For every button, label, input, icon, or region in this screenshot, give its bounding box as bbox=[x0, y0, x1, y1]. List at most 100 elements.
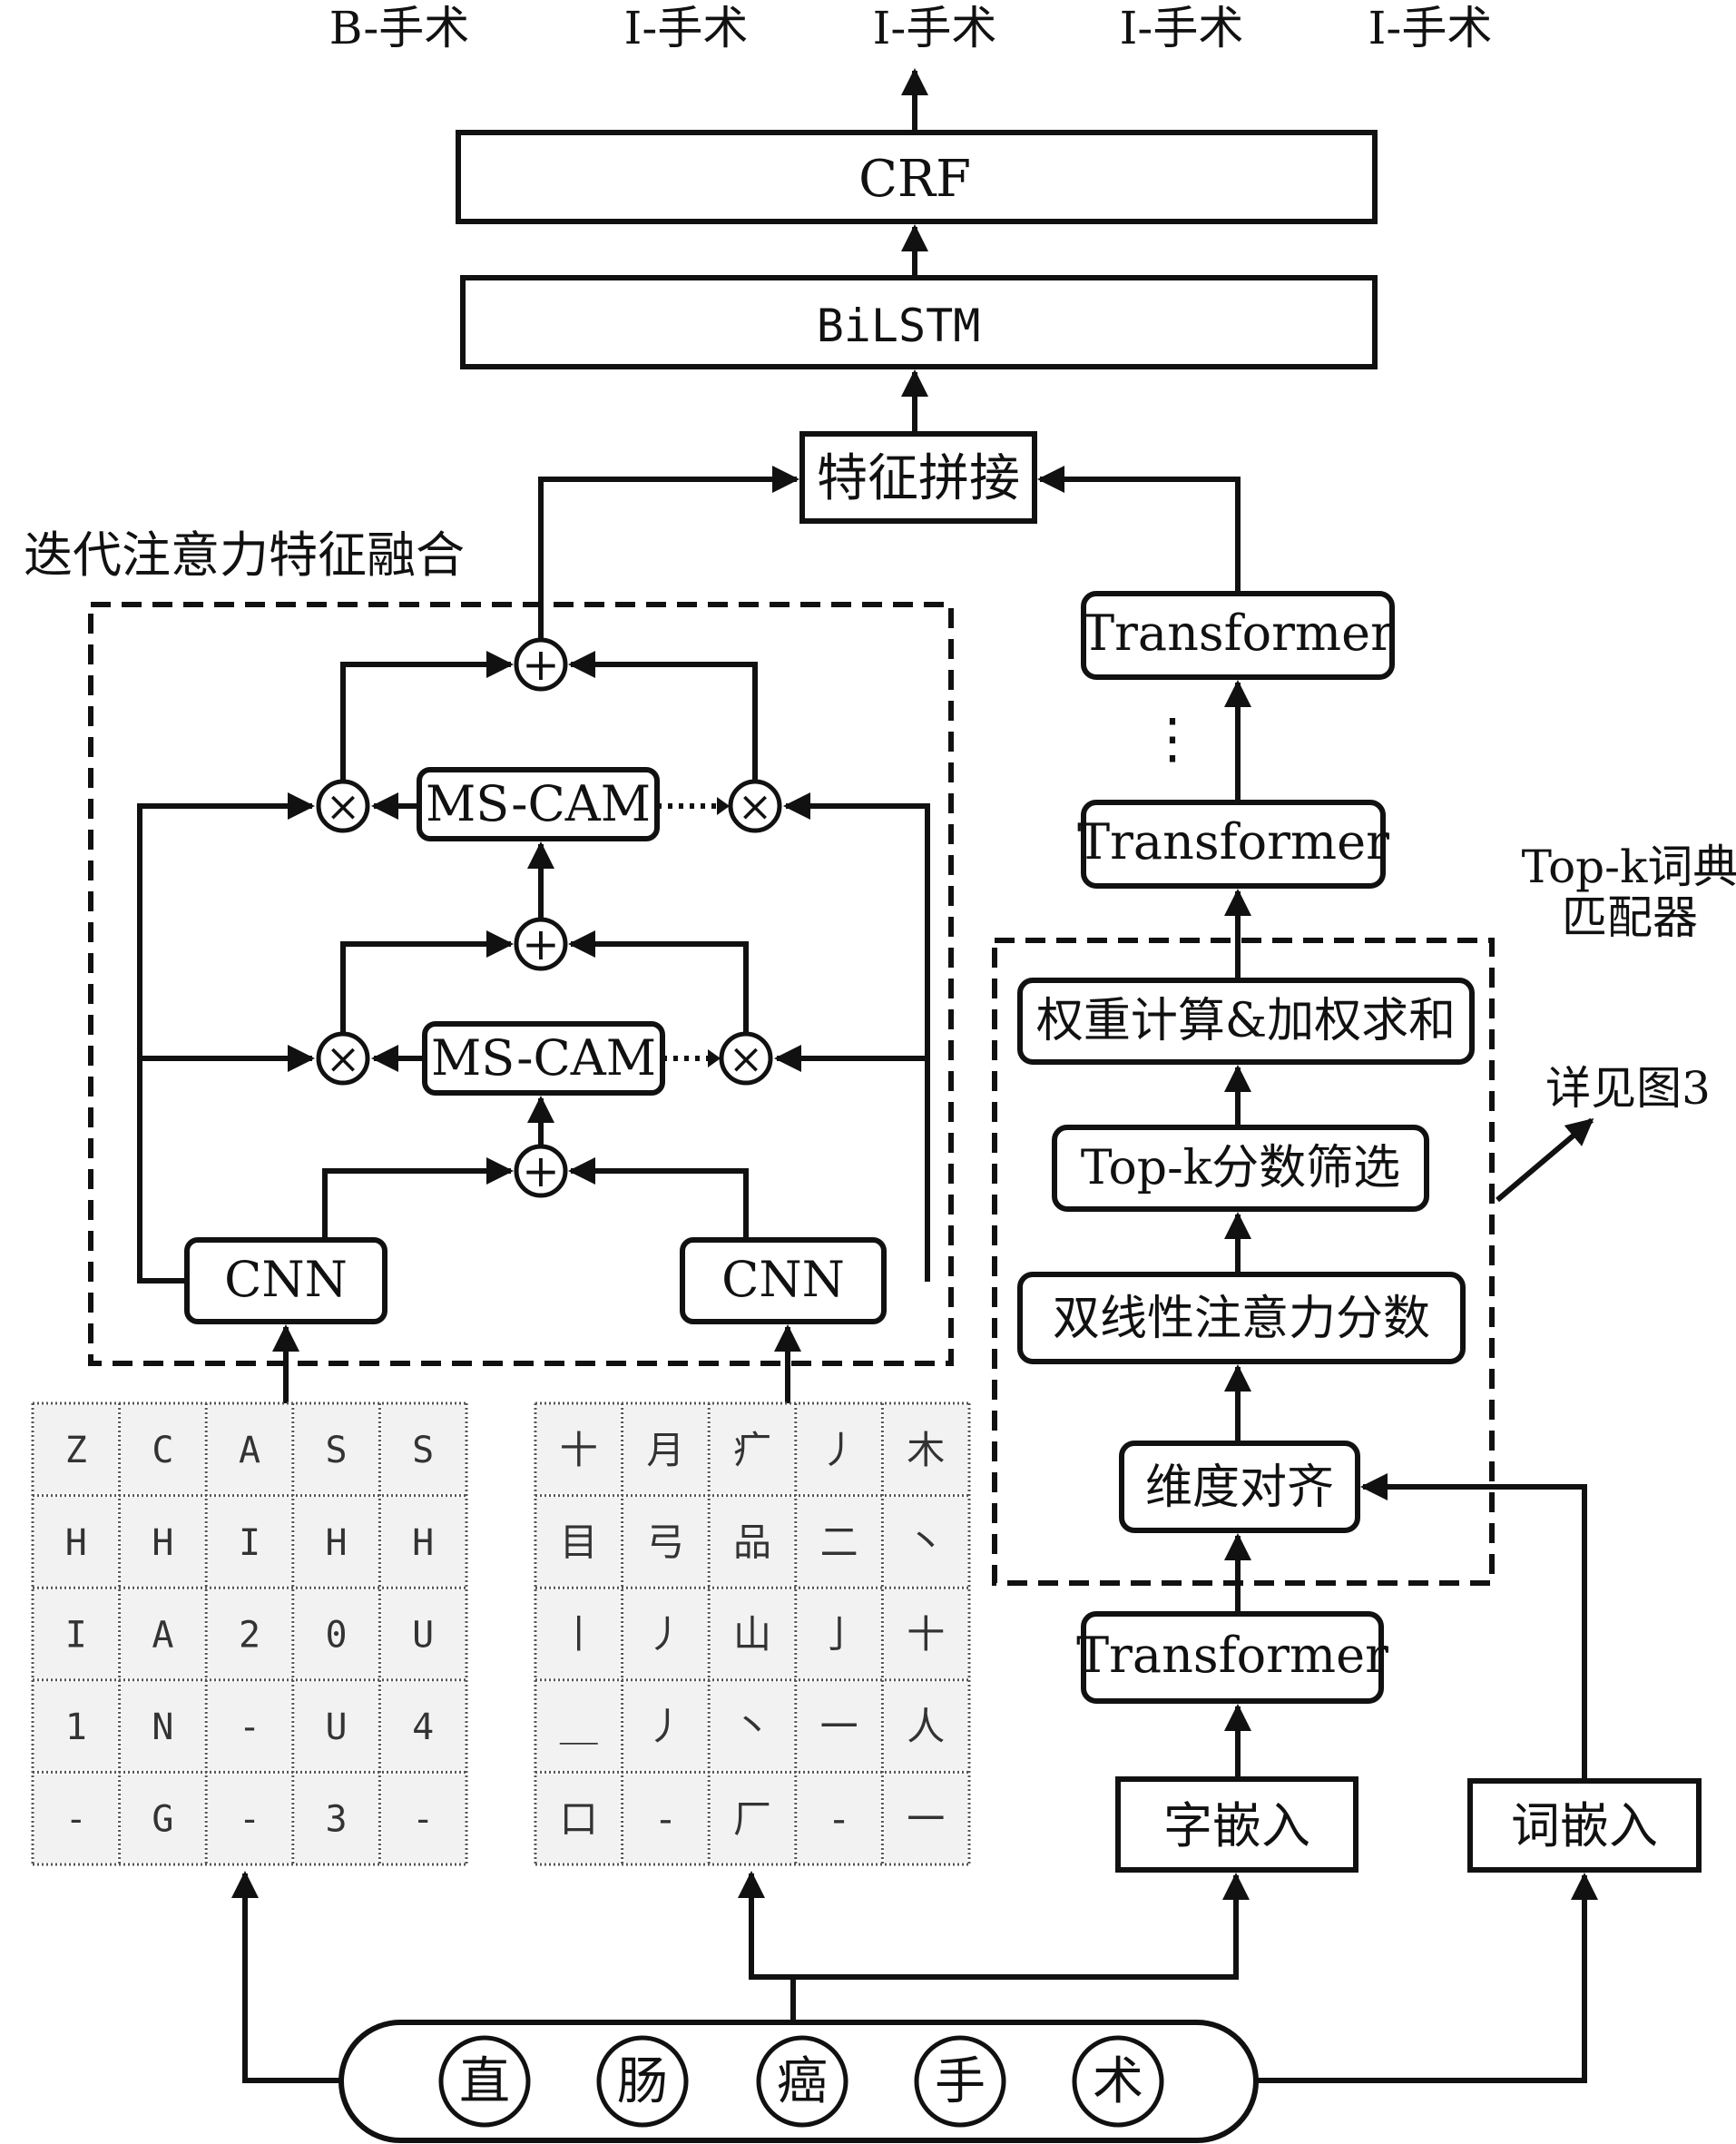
grid-cell: I bbox=[239, 1522, 260, 1564]
fusion-module-frame bbox=[88, 602, 954, 1366]
grid-cell: 十 bbox=[560, 1428, 598, 1472]
grid-cell-bg bbox=[884, 1589, 967, 1678]
arrow bbox=[1496, 1117, 1594, 1203]
ms-cam-label: MS-CAM bbox=[431, 1029, 656, 1087]
input-char-circle bbox=[438, 2035, 531, 2128]
word-embedding: 词嵌入 bbox=[1467, 1778, 1702, 1873]
grid-cell-bg bbox=[381, 1589, 465, 1678]
grid-cell-bg bbox=[797, 1589, 881, 1678]
grid-cell: H bbox=[326, 1522, 348, 1564]
input-char: 术 bbox=[1093, 2052, 1143, 2111]
matcher-step-label: 双线性注意力分数 bbox=[1053, 1292, 1430, 1346]
input-char: 直 bbox=[459, 2052, 510, 2111]
grid-cell-bg bbox=[121, 1681, 205, 1771]
grid-cell: 十 bbox=[907, 1612, 945, 1657]
grid-cell: 丿 bbox=[820, 1428, 858, 1472]
grid-cell: 疒 bbox=[733, 1428, 771, 1472]
grid-cell: 一 bbox=[820, 1705, 858, 1749]
grid-cell-bg bbox=[121, 1774, 205, 1863]
grid-cell: S bbox=[412, 1430, 434, 1471]
matcher-title-line1: Top-k词典 bbox=[1522, 841, 1736, 893]
grid-cell: C bbox=[152, 1430, 173, 1471]
grid-cell: ＿ bbox=[560, 1705, 598, 1749]
bilinear-attention-step: 双线性注意力分数 bbox=[1017, 1272, 1466, 1364]
arrow bbox=[568, 1157, 749, 1240]
multiply-node-upper-left: × bbox=[316, 779, 370, 833]
grid-cell-bg bbox=[711, 1774, 794, 1863]
input-char-circle bbox=[1072, 2035, 1164, 2128]
grid-cell: 2 bbox=[239, 1614, 260, 1656]
weight-sum-step: 权重计算&加权求和 bbox=[1017, 978, 1475, 1065]
grid-cell-bg bbox=[537, 1497, 621, 1587]
grid-cell-bg bbox=[797, 1681, 881, 1771]
char-embedding: 字嵌入 bbox=[1115, 1776, 1358, 1873]
grid-cell-bg bbox=[34, 1774, 118, 1863]
add-node-top: + bbox=[514, 637, 568, 692]
plus-symbol: + bbox=[522, 1145, 560, 1197]
grid-cell: - bbox=[239, 1706, 260, 1748]
input-char: 肠 bbox=[617, 2052, 668, 2111]
times-symbol: × bbox=[326, 1034, 361, 1083]
grid-cell: H bbox=[412, 1522, 434, 1564]
grid-cell: 丶 bbox=[733, 1705, 771, 1749]
grid-cell-bg bbox=[381, 1497, 465, 1587]
topk-matcher-frame bbox=[992, 938, 1495, 1586]
grid-cell: 月 bbox=[646, 1428, 684, 1472]
grid-cell-bg bbox=[884, 1681, 967, 1771]
grid-cell: - bbox=[412, 1799, 434, 1841]
word-embedding-label: 词嵌入 bbox=[1511, 1797, 1658, 1854]
arrow bbox=[1256, 1873, 1598, 2083]
arrow bbox=[137, 792, 315, 1283]
transformer-label: Transformer bbox=[1077, 813, 1389, 870]
ellipsis: ⋮ bbox=[1145, 707, 1200, 771]
cnn-left: CNN bbox=[184, 1237, 387, 1324]
bilstm-label: BiLSTM bbox=[817, 300, 981, 352]
grid-cell-bg bbox=[711, 1497, 794, 1587]
grid-cell-bg bbox=[711, 1589, 794, 1678]
times-symbol: × bbox=[738, 782, 773, 831]
grid-cell-bg bbox=[208, 1497, 291, 1587]
grid-cell-bg bbox=[797, 1774, 881, 1863]
grid-cell-bg bbox=[884, 1405, 967, 1494]
arrow bbox=[340, 651, 514, 782]
grid-cell-bg bbox=[623, 1774, 708, 1863]
grid-cell: H bbox=[65, 1522, 87, 1564]
char-radical-grid: 十月疒丿木目弓品二丶丨丿山亅十＿丿丶一人口-厂-一 bbox=[534, 1401, 971, 1866]
grid-cell: 二 bbox=[820, 1520, 858, 1565]
grid-cell: 一 bbox=[907, 1796, 945, 1841]
grid-cell: - bbox=[65, 1799, 87, 1841]
grid-cell-bg bbox=[381, 1681, 465, 1771]
grid-cell: 弓 bbox=[646, 1520, 684, 1565]
grid-cell-bg bbox=[623, 1405, 708, 1494]
input-char-circle bbox=[596, 2035, 689, 2128]
grid-cell: A bbox=[239, 1430, 260, 1471]
arrow bbox=[1037, 466, 1241, 594]
grid-cell-bg bbox=[797, 1405, 881, 1494]
grid-cell-bg bbox=[884, 1774, 967, 1863]
grid-cell: A bbox=[152, 1614, 173, 1656]
grid-cell-bg bbox=[623, 1681, 708, 1771]
grid-cell-bg bbox=[34, 1405, 118, 1494]
ms-cam-lower: MS-CAM bbox=[422, 1021, 665, 1096]
grid-cell-bg bbox=[623, 1497, 708, 1587]
grid-cell-bg bbox=[208, 1681, 291, 1771]
output-tag: B-手术 bbox=[329, 2, 470, 54]
transformer-top: Transformer bbox=[1081, 591, 1395, 680]
grid-cell: U bbox=[412, 1614, 434, 1656]
plus-symbol: + bbox=[522, 918, 560, 970]
output-tag: I-手术 bbox=[624, 2, 749, 54]
add-node-bottom: + bbox=[514, 1144, 568, 1198]
multiply-node-upper-right: × bbox=[728, 779, 782, 833]
grid-cell-bg bbox=[537, 1589, 621, 1678]
grid-cell: 丿 bbox=[646, 1612, 684, 1657]
input-char: 手 bbox=[935, 2052, 986, 2111]
grid-cell-bg bbox=[797, 1497, 881, 1587]
grid-cell: I bbox=[65, 1614, 87, 1656]
grid-cell-bg bbox=[121, 1405, 205, 1494]
multiply-node-lower-left: × bbox=[316, 1031, 370, 1086]
grid-cell: 0 bbox=[326, 1614, 348, 1656]
matcher-step-label: 权重计算&加权求和 bbox=[1036, 994, 1456, 1048]
arrow bbox=[1360, 1473, 1587, 1781]
grid-cell: 厂 bbox=[733, 1796, 771, 1841]
grid-cell-bg bbox=[294, 1681, 378, 1771]
